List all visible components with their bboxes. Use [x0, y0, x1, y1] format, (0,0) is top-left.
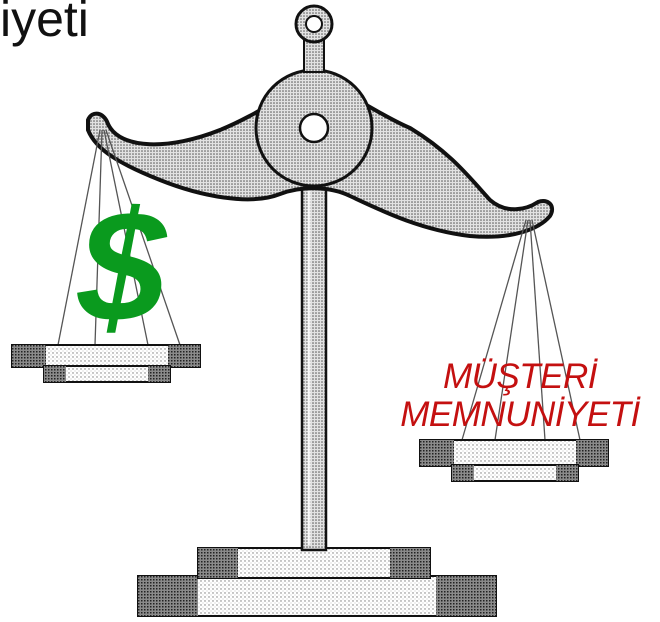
label-line-1: MÜŞTERİ	[443, 357, 598, 396]
left-pan-strings	[57, 129, 181, 346]
scale-pillar	[300, 168, 328, 552]
right-pan	[419, 439, 609, 482]
title-text-fragment: iyeti	[0, 0, 89, 47]
dollar-sign-symbol: $	[78, 179, 166, 355]
right-pan-strings	[461, 219, 581, 441]
left-pan	[11, 344, 201, 383]
label-line-2: MEMNUNİYETİ	[400, 395, 640, 434]
customer-satisfaction-label: MÜŞTERİ MEMNUNİYETİ	[380, 358, 660, 434]
scale-base	[137, 547, 497, 617]
